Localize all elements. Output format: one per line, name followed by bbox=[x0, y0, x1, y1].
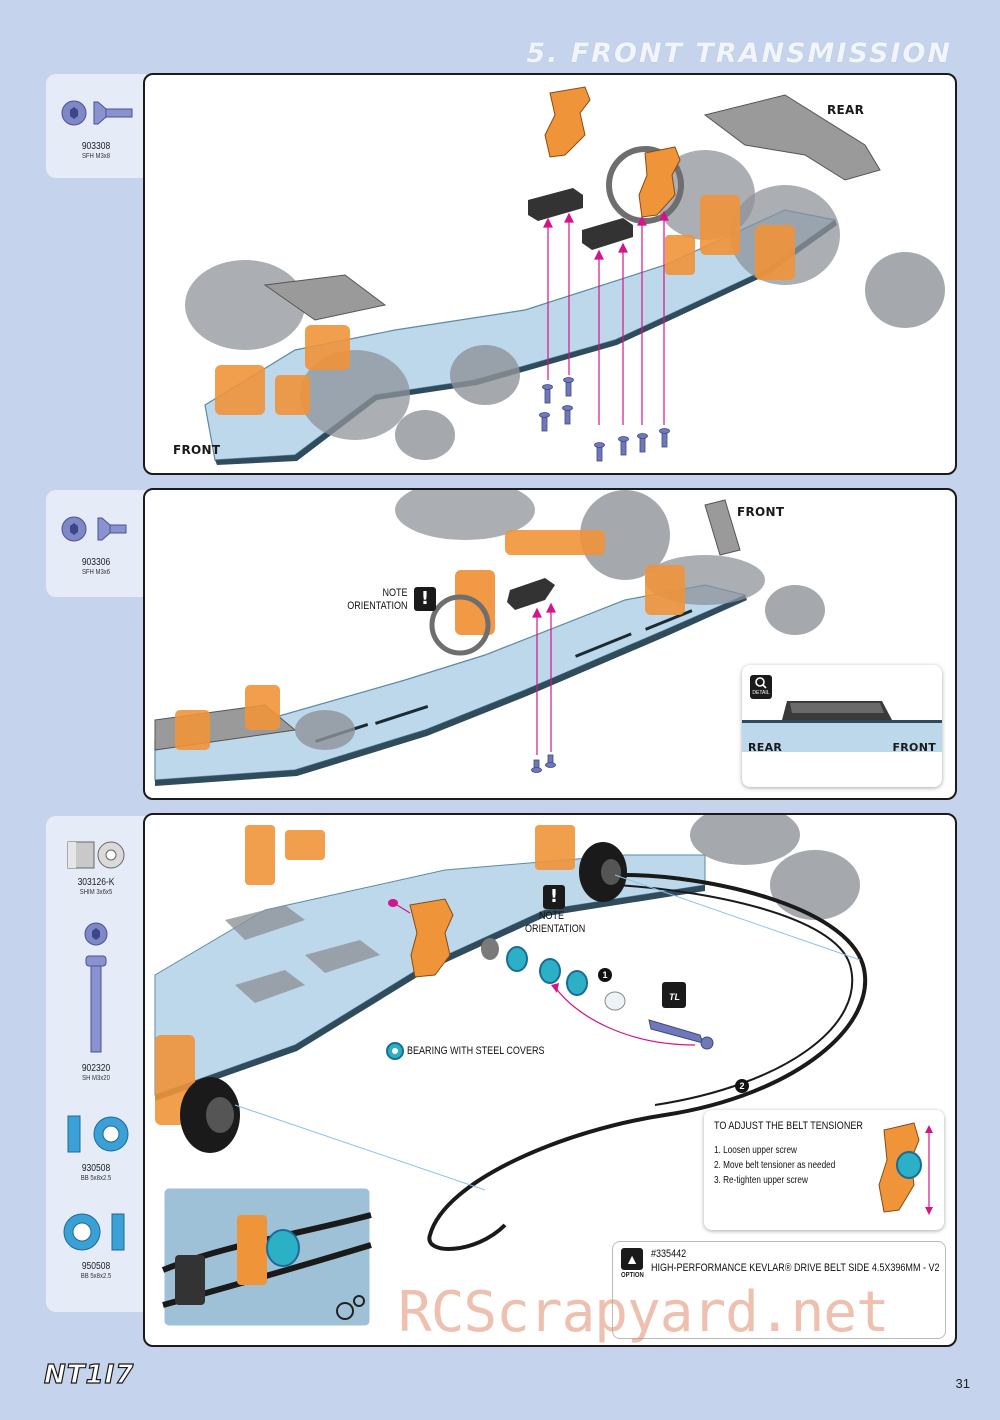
bearing-icon bbox=[67, 1115, 129, 1153]
bearing-callout-icon bbox=[386, 1042, 404, 1060]
step3-panel: ! NOTE ORIENTATION 1 2 TL BEARING WITH S… bbox=[143, 813, 957, 1347]
magnifier-icon bbox=[755, 677, 767, 689]
parts-column-step1: 903308 SFH M3x8 bbox=[46, 74, 146, 178]
part-desc: SH M3x20 bbox=[82, 1075, 110, 1082]
warning-icon: ! bbox=[543, 885, 565, 909]
bearing-label: BEARING WITH STEEL COVERS bbox=[407, 1045, 545, 1057]
tool-icon: TL bbox=[669, 992, 680, 1002]
part-desc: BB 5x8x2.5 bbox=[80, 1273, 112, 1280]
detail-icon: DETAIL bbox=[750, 675, 772, 699]
part-code: 930508 bbox=[81, 1163, 111, 1174]
step3-illustration bbox=[154, 815, 938, 1329]
option-part-name: HIGH-PERFORMANCE KEVLAR® DRIVE BELT SIDE… bbox=[651, 1262, 940, 1274]
shim-icon bbox=[67, 841, 125, 869]
part-903308: 903308 SFH M3x8 bbox=[46, 96, 146, 161]
option-box: ▲ OPTION #335442 HIGH-PERFORMANCE KEVLAR… bbox=[612, 1241, 946, 1339]
thumbs-up-icon: ▲ bbox=[621, 1248, 643, 1270]
front-label: FRONT bbox=[737, 505, 785, 519]
part-code: 903308 bbox=[81, 141, 111, 152]
option-part-number: #335442 bbox=[651, 1248, 687, 1260]
tension-title: TO ADJUST THE BELT TENSIONER bbox=[714, 1120, 863, 1132]
step1-panel: REAR FRONT bbox=[143, 73, 957, 475]
note-line2: ORIENTATION bbox=[347, 600, 408, 612]
tensioner-illustration bbox=[878, 1122, 933, 1215]
part-902320: 902320 SH M3x20 bbox=[46, 920, 146, 1083]
part-desc: BB 5x8x2.5 bbox=[80, 1175, 112, 1182]
part-desc: SHIM 3x6x5 bbox=[79, 889, 113, 896]
note-line1: NOTE bbox=[382, 587, 408, 599]
part-303126-k: 303126-K SHIM 3x6x5 bbox=[46, 838, 146, 897]
tension-step-3: 3. Re-tighten upper screw bbox=[714, 1175, 808, 1186]
step2-panel: FRONT NOTE ORIENTATION ! DETAIL REAR FRO… bbox=[143, 488, 957, 800]
note-line1: NOTE bbox=[539, 910, 565, 922]
part-code: 902320 bbox=[81, 1063, 111, 1074]
part-desc: SFH M3x6 bbox=[81, 569, 111, 576]
watermark: RCScrapyard.net bbox=[398, 1280, 890, 1345]
front-label: FRONT bbox=[173, 443, 221, 457]
option-icon: ▲ OPTION bbox=[621, 1248, 647, 1286]
flat-head-screw-icon bbox=[61, 100, 133, 126]
bearing-icon bbox=[63, 1213, 125, 1251]
detail-box: DETAIL REAR FRONT bbox=[742, 665, 942, 787]
tension-step-1: 1. Loosen upper screw bbox=[714, 1145, 797, 1156]
detail-rear-label: REAR bbox=[748, 741, 783, 754]
note-line2: ORIENTATION bbox=[525, 923, 586, 935]
part-930508: 930508 BB 5x8x2.5 bbox=[46, 1110, 146, 1183]
warning-icon: ! bbox=[414, 587, 436, 611]
flat-head-screw-icon bbox=[61, 516, 127, 542]
part-code: 903306 bbox=[81, 557, 111, 568]
part-code: 950508 bbox=[81, 1261, 111, 1272]
tension-box: TO ADJUST THE BELT TENSIONER 1. Loosen u… bbox=[704, 1110, 944, 1230]
part-903306: 903306 SFH M3x6 bbox=[46, 512, 146, 577]
rear-label: REAR bbox=[827, 103, 865, 117]
page-number: 31 bbox=[955, 1376, 970, 1391]
socket-head-screw-icon bbox=[84, 922, 108, 1053]
parts-column-step3: 303126-K SHIM 3x6x5 902320 SH M3x20 9305… bbox=[46, 816, 146, 1312]
step-number-1: 1 bbox=[598, 968, 612, 982]
part-950508: 950508 BB 5x8x2.5 bbox=[46, 1208, 146, 1281]
part-code: 303126-K bbox=[77, 877, 115, 888]
detail-front-label: FRONT bbox=[892, 741, 936, 754]
step1-illustration bbox=[185, 86, 945, 465]
step-number-2: 2 bbox=[735, 1079, 749, 1093]
part-desc: SFH M3x8 bbox=[81, 153, 111, 160]
step2-illustration bbox=[154, 490, 825, 786]
parts-column-step2: 903306 SFH M3x6 bbox=[46, 490, 146, 597]
nt1i7-logo: NT1I7 bbox=[43, 1359, 135, 1390]
section-title: 5. FRONT TRANSMISSION bbox=[526, 38, 952, 69]
tension-step-2: 2. Move belt tensioner as needed bbox=[714, 1160, 836, 1171]
detail-illustration bbox=[742, 701, 942, 752]
